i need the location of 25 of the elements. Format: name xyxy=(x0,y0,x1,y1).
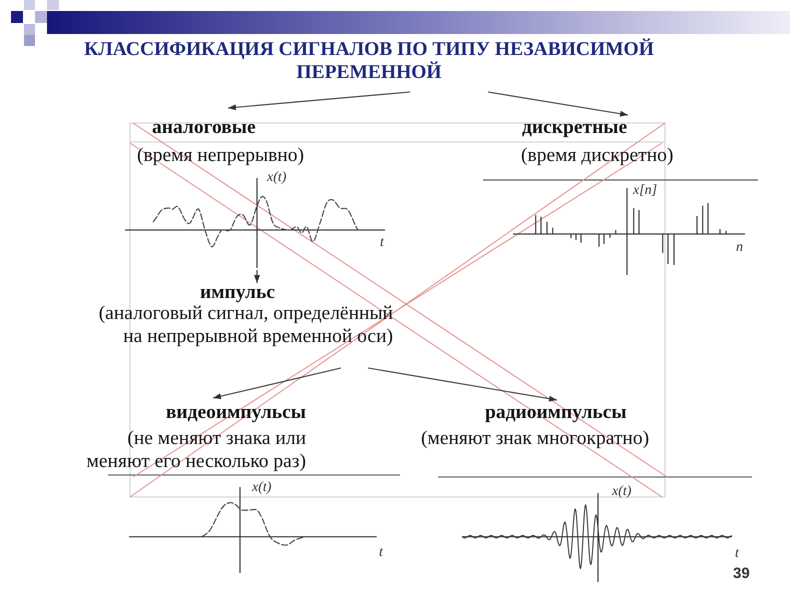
axis-label: x(t) xyxy=(267,170,286,186)
category-description: (время непрерывно) xyxy=(137,144,304,167)
category-description: (время дискретно) xyxy=(521,144,674,167)
axis-label: t xyxy=(380,235,384,250)
axis-label: t xyxy=(735,546,739,562)
category-heading: аналоговые xyxy=(152,118,256,138)
category-description: (не меняют знака или меняют его несколько раз) xyxy=(86,427,306,473)
arrow xyxy=(368,367,558,402)
arrow xyxy=(254,270,260,283)
axis-label: n xyxy=(736,240,743,256)
title: КЛАССИФИКАЦИЯ СИГНАЛОВ ПО ТИПУ НЕЗАВИСИМОЙ ПЕРЕМЕННОЙ xyxy=(83,38,655,84)
category-heading: импульс xyxy=(200,283,275,303)
axis-label: x[n] xyxy=(633,183,658,198)
axis-label: t xyxy=(379,545,383,560)
category-heading: дискретные xyxy=(522,118,628,138)
page-number: 39 xyxy=(733,566,750,582)
arrow xyxy=(228,91,410,110)
axis-label: x(t) xyxy=(252,480,272,496)
category-description: (аналоговый сигнал, определённый на непрерывной временной оси) xyxy=(98,302,393,348)
category-description: (меняют знак многократно) xyxy=(421,427,650,450)
category-heading: радиоимпульсы xyxy=(485,403,627,423)
arrow xyxy=(488,91,628,117)
arrow xyxy=(212,367,342,400)
axis-label: x(t) xyxy=(612,484,632,500)
category-heading: видеоимпульсы xyxy=(166,403,306,423)
